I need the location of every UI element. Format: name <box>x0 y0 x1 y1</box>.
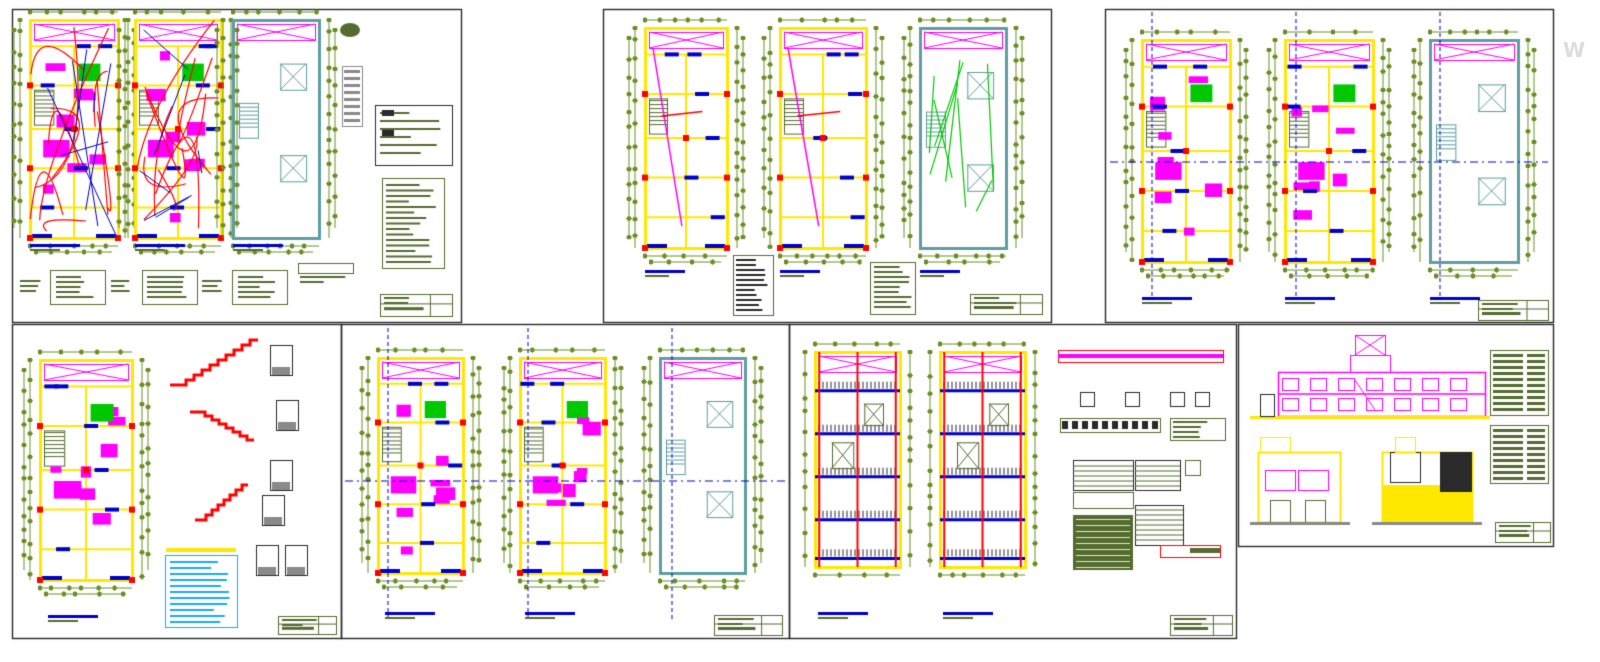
watermark-logo: W <box>1563 38 1586 62</box>
